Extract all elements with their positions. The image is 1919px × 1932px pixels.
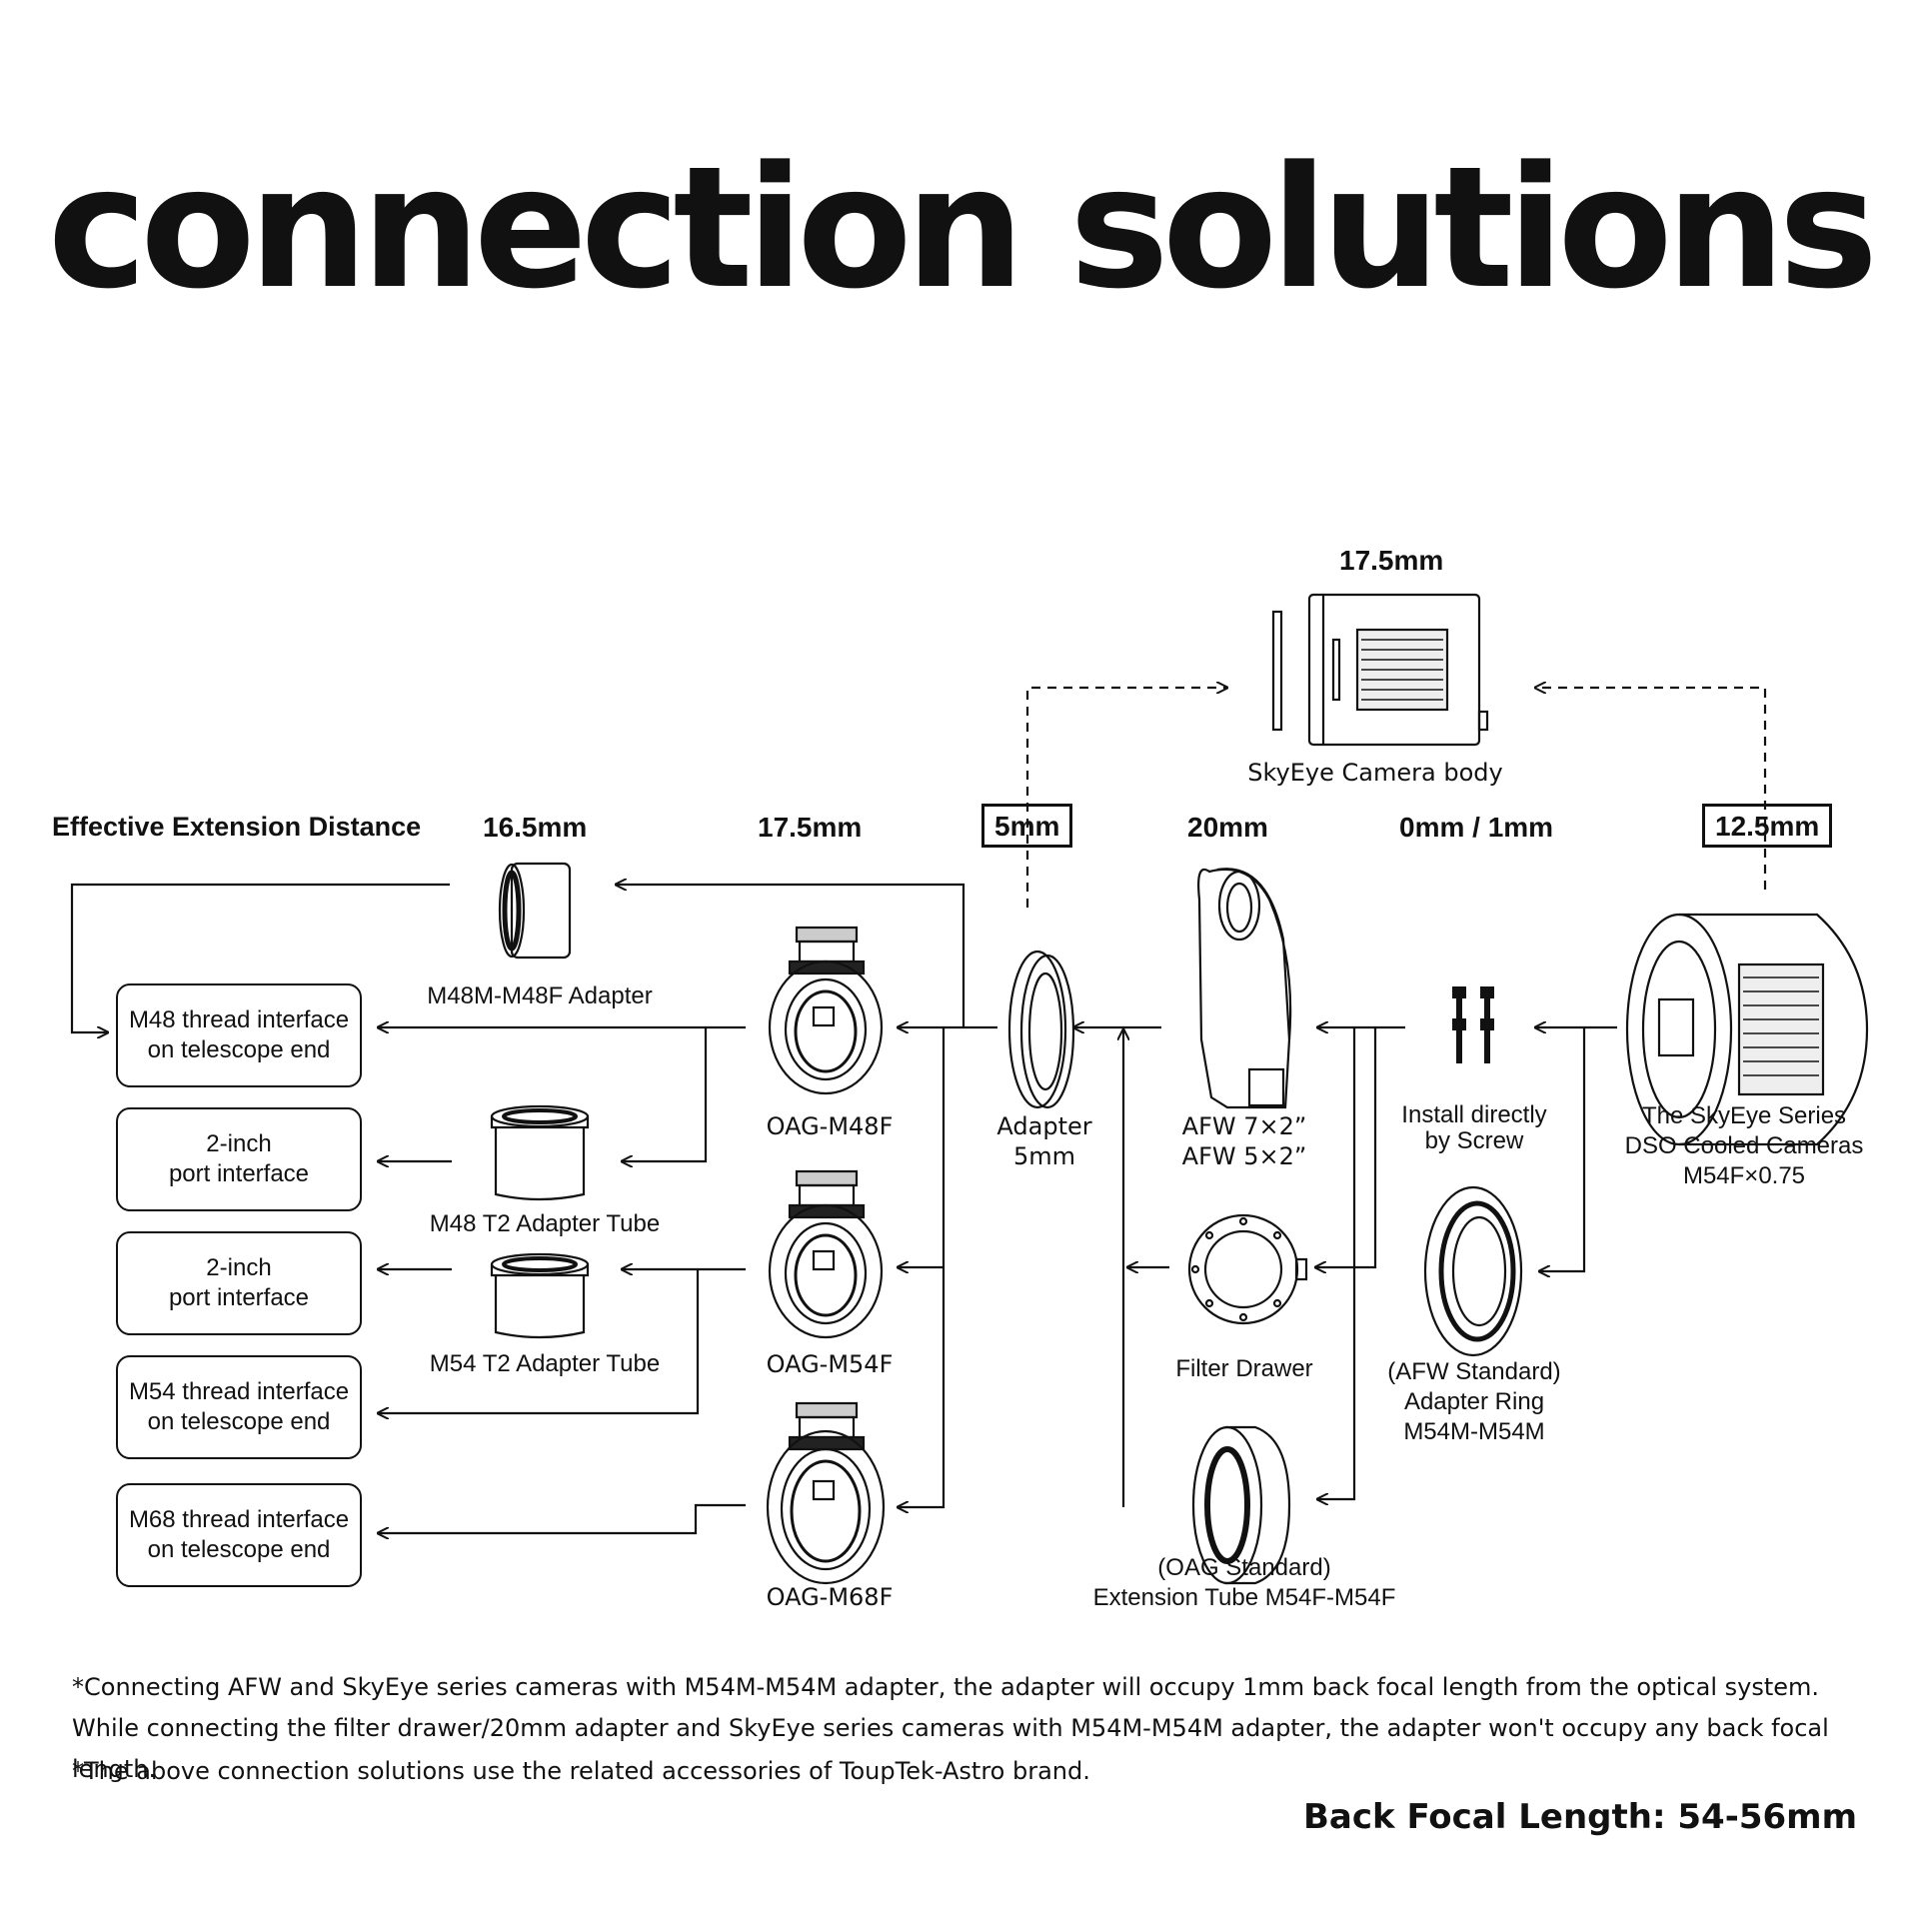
interface-m54-thread: M54 thread interface on telescope end: [116, 1355, 362, 1459]
adapter-ring-label: (AFW Standard) Adapter Ring M54M-M54M: [1387, 1358, 1561, 1445]
back-focal-length: Back Focal Length: 54-56mm: [1302, 1797, 1857, 1837]
extension-tube-label: (OAG Standard) Extension Tube M54F-M54F: [1092, 1554, 1396, 1611]
distance-m48-adapter: 16.5mm: [483, 812, 588, 843]
adapter-5mm-label: Adapter 5mm: [996, 1112, 1092, 1170]
afw-filter-wheel-icon: [1197, 868, 1292, 1109]
afw-label: AFW 7×2” AFW 5×2”: [1181, 1112, 1307, 1170]
m48-t2-tube-icon: [490, 1104, 590, 1201]
oag-m48f-label: OAG-M48F: [766, 1112, 894, 1140]
extension-tube-icon: [1191, 1425, 1291, 1585]
distance-afw: 20mm: [1187, 812, 1268, 843]
distance-adapter-ring: 0mm / 1mm: [1399, 812, 1554, 843]
camera-body-icon: [1271, 593, 1489, 747]
screws-icon: [1452, 986, 1494, 1063]
distance-oag: 17.5mm: [758, 812, 863, 843]
page-title: connection solutions: [47, 130, 1879, 326]
oag-m54f-label: OAG-M54F: [766, 1350, 894, 1378]
skyeye-camera-icon: [1625, 913, 1869, 1146]
adapter-5mm-icon: [1007, 950, 1075, 1109]
m48-adapter-label: M48M-M48F Adapter: [427, 982, 653, 1009]
filter-drawer-label: Filter Drawer: [1175, 1355, 1313, 1382]
interface-2inch-port-2: 2-inch port interface: [116, 1231, 362, 1335]
camera-body-label: SkyEye Camera body: [1247, 759, 1503, 787]
oag-m54f-icon: [768, 1169, 884, 1339]
m48-t2-tube-label: M48 T2 Adapter Tube: [429, 1210, 661, 1237]
distance-camera: 12.5mm: [1702, 804, 1833, 848]
adapter-ring-icon: [1423, 1185, 1523, 1357]
filter-drawer-icon: [1187, 1213, 1308, 1325]
camera-body-distance: 17.5mm: [1339, 545, 1444, 576]
oag-m68f-label: OAG-M68F: [766, 1583, 894, 1611]
distance-adapter-5mm: 5mm: [981, 804, 1073, 848]
interface-m48-thread: M48 thread interface on telescope end: [116, 983, 362, 1087]
m54-t2-tube-icon: [490, 1252, 590, 1339]
footnote-brand: *The above connection solutions use the …: [72, 1757, 1090, 1785]
m48-adapter-icon: [498, 862, 572, 960]
footnote-adapter: *Connecting AFW and SkyEye series camera…: [72, 1673, 1829, 1783]
interface-m68-thread: M68 thread interface on telescope end: [116, 1483, 362, 1587]
interface-2inch-port-1: 2-inch port interface: [116, 1107, 362, 1211]
connection-lines: [70, 688, 1767, 1533]
oag-m68f-icon: [766, 1401, 886, 1585]
oag-m48f-icon: [768, 926, 884, 1095]
m54-t2-tube-label: M54 T2 Adapter Tube: [429, 1350, 661, 1377]
extension-distance-header: Effective Extension Distance: [52, 812, 422, 842]
camera-series-label: The SkyEye Series DSO Cooled Cameras M54…: [1624, 1102, 1864, 1189]
install-screw-label: Install directly by Screw: [1401, 1101, 1547, 1154]
